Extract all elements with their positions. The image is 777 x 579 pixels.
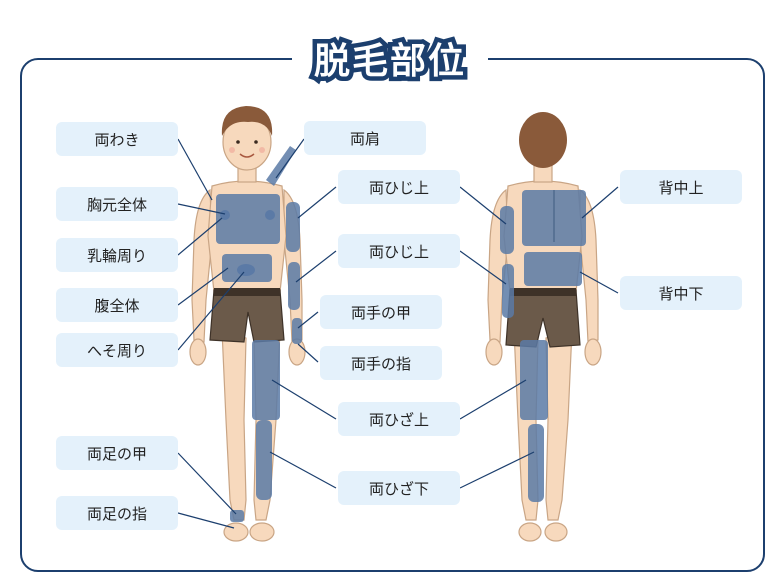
label-hiza-shita: 両ひざ下: [338, 471, 460, 505]
back-figure: [485, 112, 602, 542]
label-hiza-ue: 両ひざ上: [338, 402, 460, 436]
label-te-ko: 両手の甲: [320, 295, 442, 329]
label-ashi-yubi: 両足の指: [56, 496, 178, 530]
label-senaka-ue: 背中上: [620, 170, 742, 204]
label-ryo-waki: 両わき: [56, 122, 178, 156]
label-munamoto: 胸元全体: [56, 187, 178, 221]
diagram-title: 脱毛部位: [292, 32, 488, 87]
label-heso: へそ周り: [56, 333, 178, 367]
leader-lines: [177, 138, 619, 529]
label-nyurin: 乳輪周り: [56, 238, 178, 272]
label-te-yubi: 両手の指: [320, 346, 442, 380]
label-ryo-kata: 両肩: [304, 121, 426, 155]
front-figure: [189, 106, 306, 542]
label-hiji-ue-1: 両ひじ上: [338, 170, 460, 204]
label-ashi-ko: 両足の甲: [56, 436, 178, 470]
label-hara: 腹全体: [56, 288, 178, 322]
back-hair-removal-zones: [500, 190, 586, 502]
label-hiji-ue-2: 両ひじ上: [338, 234, 460, 268]
front-nipple-zones: [220, 210, 275, 276]
label-senaka-shita: 背中下: [620, 276, 742, 310]
